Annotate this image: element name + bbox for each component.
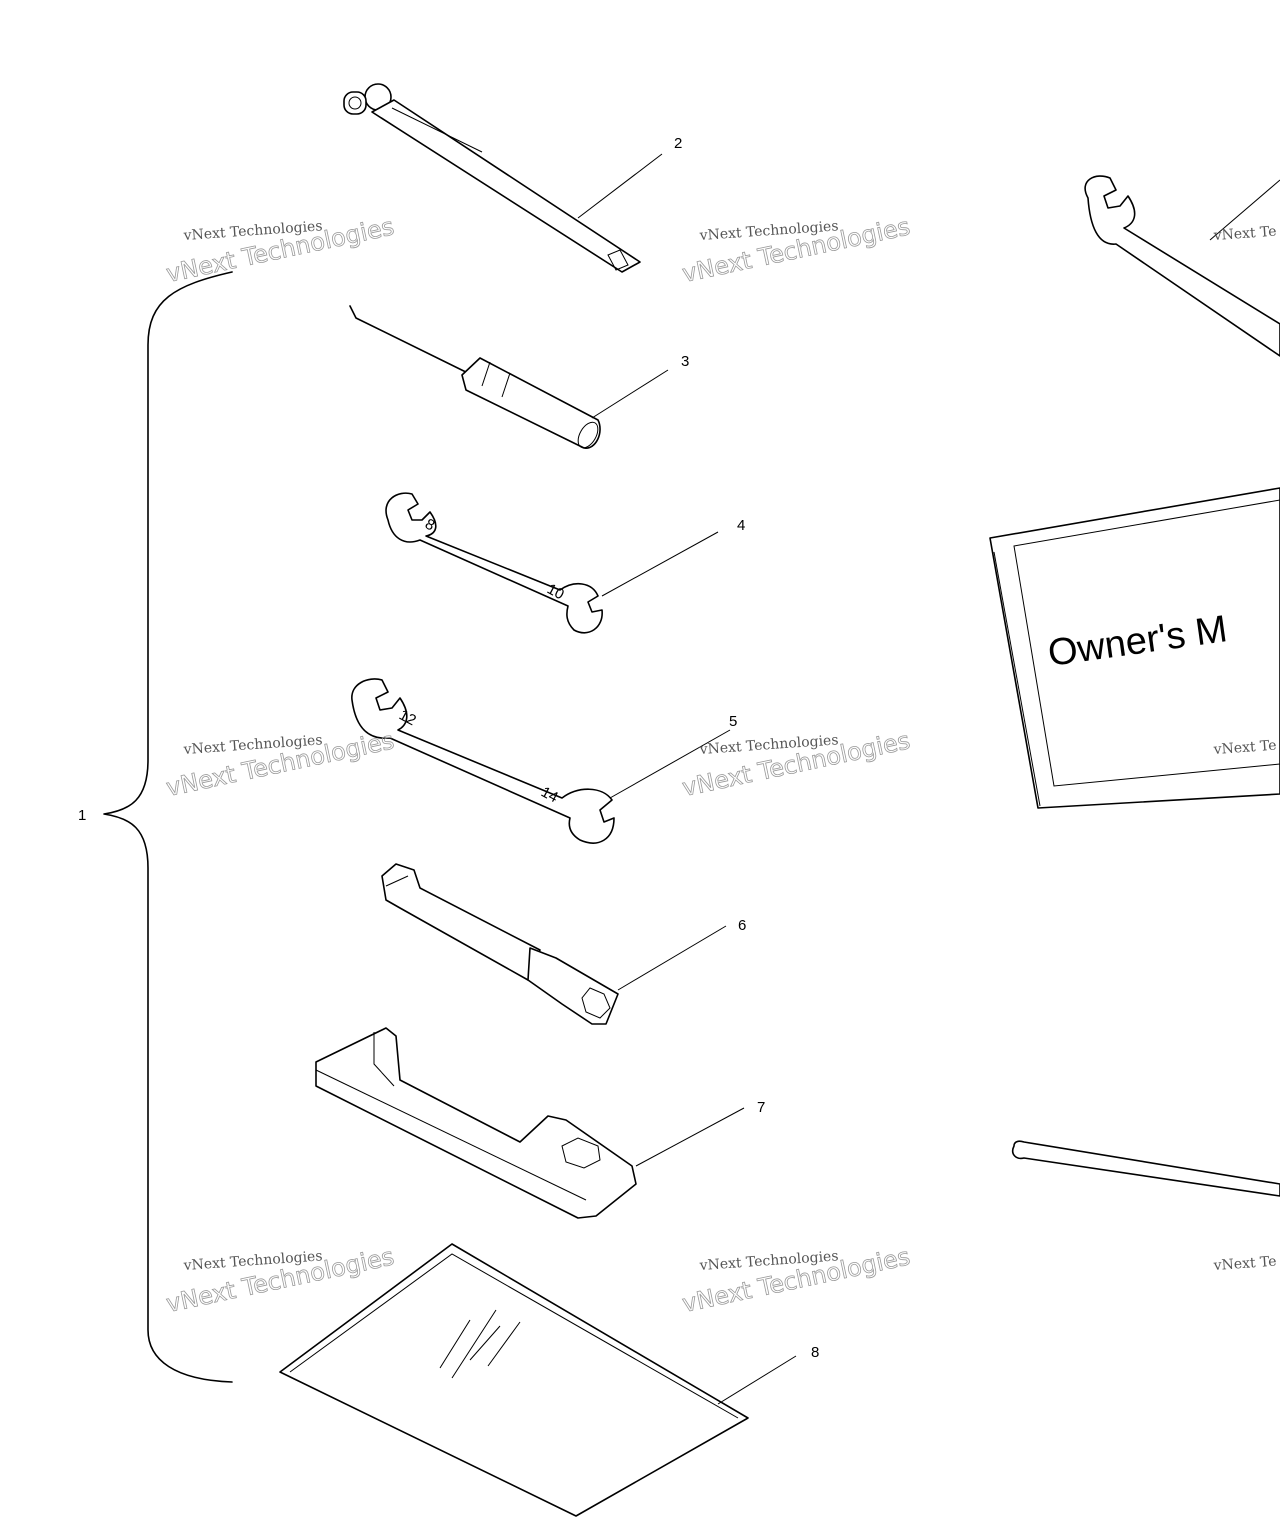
leader-lines [577, 153, 1280, 1405]
pressure-gauge-icon [343, 83, 641, 273]
callout-1: 1 [78, 807, 86, 824]
screwdriver-icon [349, 305, 601, 449]
callout-7: 7 [757, 1099, 765, 1116]
callout-3: 3 [681, 353, 689, 370]
wrench-size-12: 12 [396, 707, 419, 730]
kit-bracket [103, 271, 233, 1383]
svg-text:vNext Te: vNext Te [1212, 1254, 1277, 1274]
wrench-size-14: 14 [538, 784, 561, 807]
large-wrench-icon: 12 14 [351, 678, 615, 844]
wrench-size-10: 10 [544, 581, 567, 604]
callout-6: 6 [738, 917, 746, 934]
callout-4: 4 [737, 517, 745, 534]
combination-wrench-icon [1084, 175, 1280, 357]
svg-text:vNext Te: vNext Te [1212, 738, 1277, 758]
callout-5: 5 [729, 713, 737, 730]
extension-rod-icon [1011, 1140, 1280, 1197]
small-wrench-icon: 8 10 [385, 492, 603, 634]
svg-text:vNext Te: vNext Te [1212, 224, 1277, 244]
callout-2: 2 [674, 135, 682, 152]
pouch-icon [279, 1243, 749, 1517]
callout-8: 8 [811, 1344, 819, 1361]
chain-tool-icon [315, 1027, 637, 1219]
spark-plug-wrench-icon [381, 863, 619, 1025]
owners-manual-icon: Owner's M [989, 487, 1280, 809]
